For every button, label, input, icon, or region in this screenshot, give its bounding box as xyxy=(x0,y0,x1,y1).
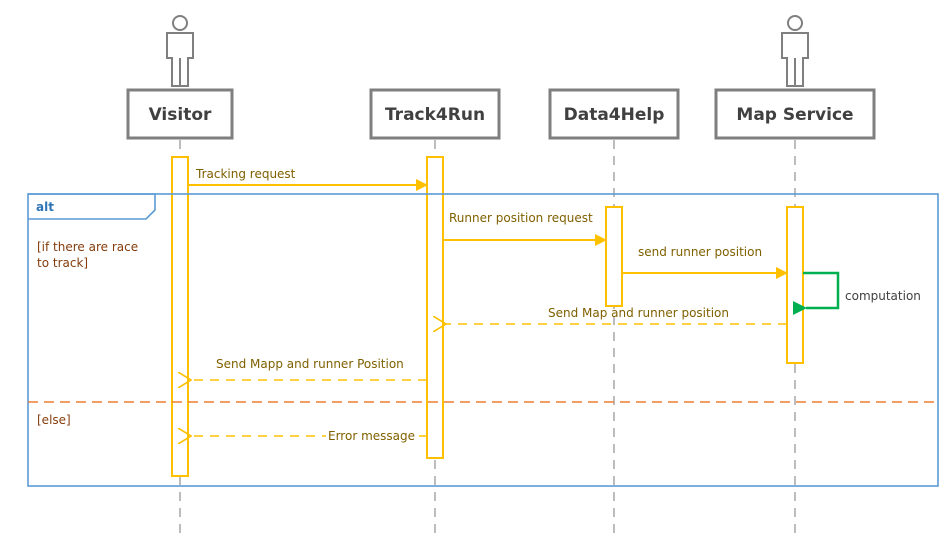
message-runner-position-request: Runner position request xyxy=(443,211,607,246)
visitor-header: Visitor xyxy=(126,88,234,140)
visitor-activation xyxy=(171,156,189,477)
guard-condition-line-1: [if there are race xyxy=(37,240,138,254)
self-message-label: computation xyxy=(845,289,921,303)
map-service-header: Map Service xyxy=(714,88,876,140)
map-service-person-icon xyxy=(781,15,809,87)
visitor-person-icon xyxy=(166,15,194,87)
alt-operator-label: alt xyxy=(36,200,54,214)
message-error-message: Error message xyxy=(190,427,427,443)
message-send-mapp-and-runner-position: Send Mapp and runner Position xyxy=(190,357,427,380)
map-service-title: Map Service xyxy=(736,105,853,125)
message-computation: computation xyxy=(793,271,921,315)
visitor-title: Visitor xyxy=(149,105,212,125)
message-label: Send Map and runner position xyxy=(548,306,729,320)
message-send-runner-position: send runner position xyxy=(622,245,788,279)
message-label: Error message xyxy=(328,429,415,443)
message-label: Tracking request xyxy=(195,167,296,181)
else-guard: [else] xyxy=(37,413,71,427)
guard-condition-line-2: to track] xyxy=(37,256,88,270)
map-service-activation xyxy=(786,206,804,364)
message-label: Send Mapp and runner Position xyxy=(216,357,404,371)
message-send-map-and-runner-position: Send Map and runner position xyxy=(445,306,787,324)
data4help-header: Data4Help xyxy=(548,88,680,140)
track4run-title: Track4Run xyxy=(385,105,485,125)
data4help-activation xyxy=(605,206,623,307)
message-label: send runner position xyxy=(638,245,762,259)
activation-bars xyxy=(171,156,804,477)
track4run-header: Track4Run xyxy=(369,88,501,140)
message-tracking-request: Tracking request xyxy=(188,167,428,191)
data4help-title: Data4Help xyxy=(564,105,665,125)
message-label: Runner position request xyxy=(449,211,593,225)
track4run-activation xyxy=(426,156,444,459)
lifeline-lines xyxy=(179,140,796,535)
alt-fragment: alt [if there are race to track] [else] xyxy=(27,193,939,487)
